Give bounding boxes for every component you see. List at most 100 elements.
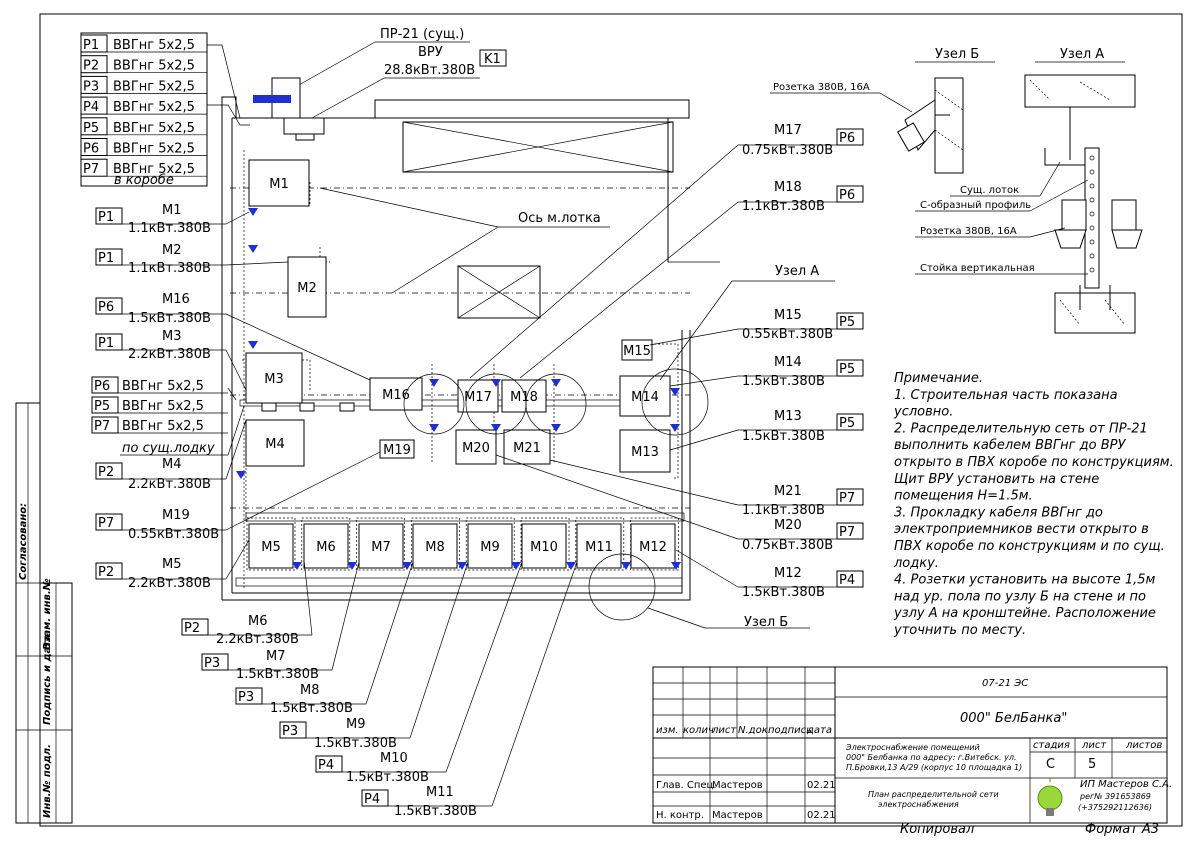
cable-tag: P4 [83,100,99,115]
leader-id: M13 [774,409,802,424]
socket-a-label: Розетка 380В, 16А [920,226,1017,237]
note-line: Примечание. [894,371,983,386]
leader-tag: P5 [839,315,855,330]
tb-sheet-title-2: электроснабжения [878,800,959,809]
leader-id: M15 [774,308,802,323]
detail-node-b-title: Узел Б [935,47,979,62]
leader-power: 1.5кВт.380В [742,374,825,389]
leader-id: M20 [774,518,802,533]
note-line: помещения Н=1.5м. [894,489,1033,504]
machine-m6 [303,523,349,569]
socket-icon [670,424,680,432]
cable2-type: ВВГнг 5х2,5 [122,399,204,414]
leader-id: M21 [774,484,802,499]
company-logo [1037,778,1063,816]
socket-icon [292,562,302,570]
node-circle-16 [403,373,465,435]
detail-node-a-title: Узел А [1060,47,1104,62]
vru-power: 28.8кВт.380В [384,63,475,78]
leader-id: M9 [346,717,366,732]
machine-m5 [248,523,294,569]
machine-m7 [358,523,404,569]
cable-type: ВВГнг 5х2,5 [113,121,195,136]
leader-power: 1.1кВт.380В [742,199,825,214]
leader-id: M18 [774,180,802,195]
machine-id: M10 [530,540,558,555]
profile-label: С-образный профиль [920,200,1031,211]
cable-tag: P7 [83,162,99,177]
machine-id: M6 [316,540,336,555]
leader-id: M19 [162,508,190,523]
leader-power: 2.2кВт.380В [128,576,211,591]
leader-tag: P3 [204,656,220,671]
tb-stage: С [1046,757,1055,772]
machine-id: M20 [462,441,490,456]
note-line: электроприемников вести открыто в [894,522,1149,537]
note-line: 3. Прокладку кабеля ВВГнг до [894,505,1103,520]
socket-icon [621,562,631,570]
note-line: уточнить по месту. [893,623,1026,638]
tb-copied: Копировал [900,822,974,837]
side-stamp: Согласовано: Взам. инв.№ Подпись и дата … [15,402,73,824]
leader-tag: P7 [98,516,114,531]
cable2-tag: P7 [94,419,110,434]
tb-code: 07-21 ЭС [982,678,1028,689]
machine-m18 [501,379,547,413]
ceiling-section [1024,74,1136,108]
leader-power: 2.2кВт.380В [128,477,211,492]
leader-id: M11 [426,785,454,800]
leader-id: M1 [162,203,182,218]
leader-power: 1.5кВт.380В [742,429,825,444]
cable-tag: P2 [83,59,99,74]
stamp-sign-date: Подпись и дата [42,634,53,725]
tb-org: 000" БелБанка" [960,711,1067,726]
leader-tag: P7 [839,525,855,540]
tb-header: колич [683,725,714,736]
node-circle-18 [525,373,587,435]
tb-header: дата [806,725,832,736]
machine-m4 [245,419,305,467]
machine-id: M1 [269,177,289,192]
machine-id: M2 [297,281,317,296]
machine-id: M5 [261,540,281,555]
leader-tag: P5 [839,362,855,377]
cable-type: ВВГнг 5х2,5 [113,162,195,177]
socket-icon [347,562,357,570]
leader-id: M2 [162,243,182,258]
leader-tag: P6 [98,300,114,315]
machine-id: M19 [383,443,411,458]
machine-id: M4 [265,437,285,452]
tb-company-3: (+375292112636) [1078,803,1152,812]
cable2-type: ВВГнг 5х2,5 [122,419,204,434]
plan-node-a-label: Узел А [775,264,819,279]
tb-sheets-header: листов [1125,740,1162,751]
socket-icon [248,208,258,216]
leader-tag: P4 [364,792,380,807]
leader-power: 1.5кВт.380В [394,804,477,819]
tb-project-1: Электроснабжение помещений [845,743,980,752]
cable-tag: P6 [83,142,99,157]
note-line: 4. Розетки установить на высоте 1,5м [894,573,1156,588]
tb-row1-date: 02.21 [807,780,836,791]
machine-m16 [369,377,423,411]
machine-m12 [630,523,676,569]
tb-company-1: ИП Мастеров С.А. [1080,779,1172,790]
leader-power: 2.2кВт.380В [128,347,211,362]
machine-m2 [287,256,327,318]
leader-power: 1.5кВт.380В [270,701,353,716]
socket-icon [511,562,521,570]
machine-id: M11 [585,540,613,555]
machine-m1 [248,159,310,207]
leader-tag: P2 [98,565,114,580]
tb-row2-role: Н. контр. [656,810,704,821]
vru-tag: K1 [484,52,501,67]
leader-tag: P5 [839,416,855,431]
wall-section [934,77,964,174]
tray-label: Сущ. лоток [960,185,1019,196]
node-circle-a [641,368,709,436]
note-line: условно. [893,405,953,420]
